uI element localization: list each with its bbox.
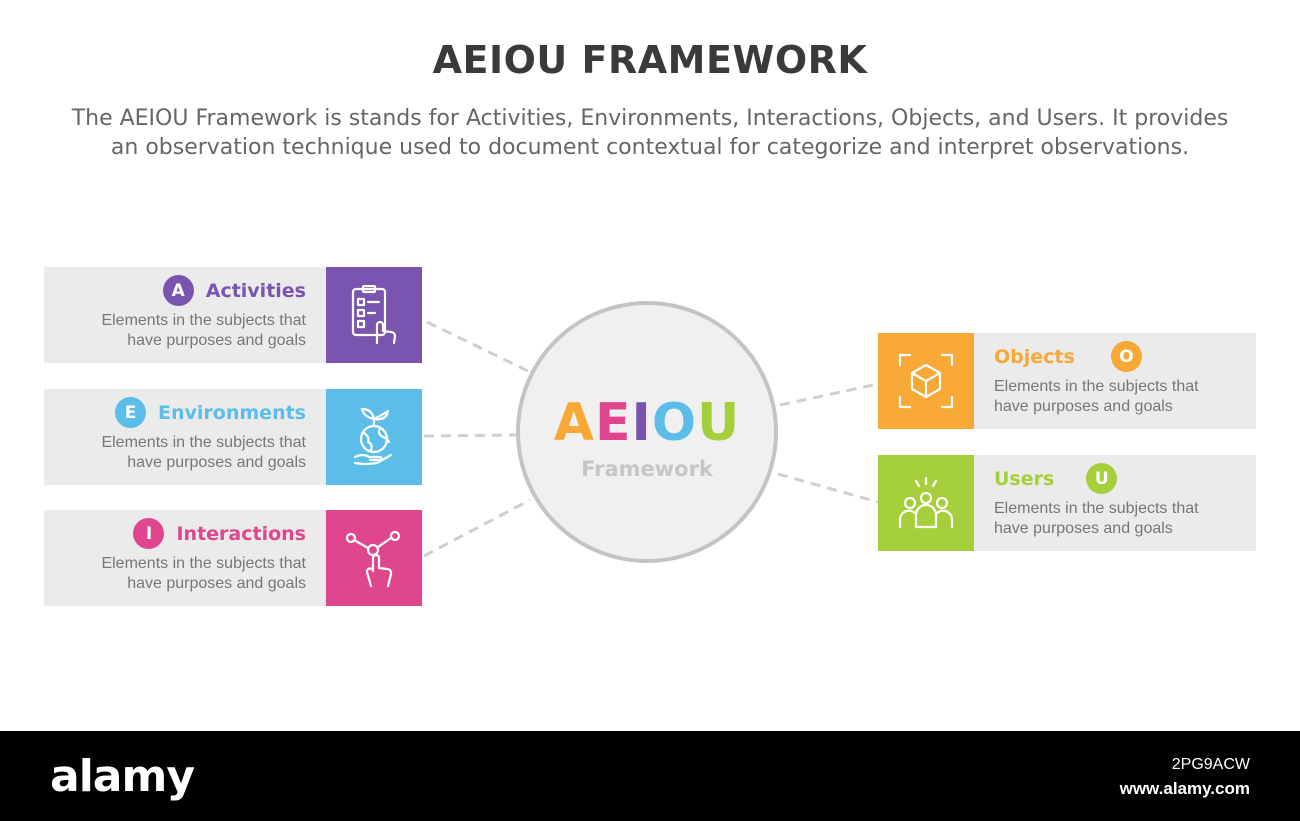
card-users-title: Users (994, 467, 1055, 490)
subtitle-line-1: The AEIOU Framework is stands for Activi… (71, 106, 1229, 131)
card-users-description: Elements in the subjects that have purpo… (994, 499, 1199, 539)
page-title: AEIOU FRAMEWORK (432, 38, 868, 82)
footer-meta: 2PG9ACW www.alamy.com (1120, 753, 1250, 801)
checklist-touch-icon (351, 285, 397, 345)
footer-url: www.alamy.com (1119, 779, 1250, 798)
card-interactions-title: Interactions (176, 522, 306, 545)
card-interactions-header: I Interactions (133, 518, 306, 549)
center-letter-i: I (631, 393, 652, 453)
card-objects: Objects O Elements in the subjects that … (878, 333, 1256, 429)
badge-e: E (115, 397, 147, 428)
center-subtitle: Framework (581, 457, 713, 481)
connector-objects (779, 382, 879, 407)
cube-scan-icon (898, 353, 954, 409)
badge-o: O (1110, 341, 1142, 372)
watermark-footer: alamy 2PG9ACW www.alamy.com (0, 731, 1300, 821)
card-interactions-iconbox (326, 510, 422, 606)
card-activities-header: A Activities (162, 275, 306, 306)
card-objects-description: Elements in the subjects that have purpo… (994, 377, 1199, 417)
card-activities: A Activities Elements in the subjects th… (44, 267, 422, 363)
badge-a: A (162, 275, 194, 306)
desc-line-2: have purposes and goals (127, 332, 306, 349)
desc-line-1: Elements in the subjects that (101, 434, 306, 451)
desc-line-2: have purposes and goals (127, 575, 306, 592)
desc-line-2: have purposes and goals (994, 398, 1173, 415)
card-users-header: Users U (994, 463, 1118, 494)
card-activities-description: Elements in the subjects that have purpo… (101, 311, 306, 351)
card-users-iconbox (878, 455, 974, 551)
page-subtitle: The AEIOU Framework is stands for Activi… (40, 104, 1260, 162)
alamy-logo: alamy (50, 751, 195, 802)
desc-line-1: Elements in the subjects that (994, 500, 1199, 517)
badge-u: U (1086, 463, 1118, 494)
center-letter-e: E (594, 393, 632, 453)
center-acronym: AEIOU (516, 393, 778, 453)
connector-activities (426, 320, 529, 373)
connector-interactions (423, 498, 531, 558)
card-activities-iconbox (326, 267, 422, 363)
card-interactions: I Interactions Elements in the subjects … (44, 510, 422, 606)
desc-line-1: Elements in the subjects that (994, 378, 1199, 395)
card-objects-iconbox (878, 333, 974, 429)
center-letter-u: U (697, 393, 741, 453)
image-id: 2PG9ACW (1171, 756, 1250, 773)
network-touch-icon (345, 530, 401, 588)
connector-users (777, 472, 879, 504)
desc-line-2: have purposes and goals (994, 520, 1173, 537)
card-environments-iconbox (326, 389, 422, 485)
desc-line-1: Elements in the subjects that (101, 555, 306, 572)
badge-i: I (133, 518, 165, 549)
card-activities-title: Activities (205, 279, 306, 302)
card-interactions-description: Elements in the subjects that have purpo… (101, 554, 306, 594)
connector-environments (423, 433, 517, 438)
card-users: Users U Elements in the subjects that ha… (878, 455, 1256, 551)
globe-plant-hand-icon (353, 407, 393, 466)
card-environments-title: Environments (158, 401, 306, 424)
card-objects-header: Objects O (994, 341, 1142, 372)
user-group-icon (898, 477, 954, 529)
card-environments: E Environments Elements in the subjects … (44, 389, 422, 485)
desc-line-2: have purposes and goals (127, 454, 306, 471)
card-environments-description: Elements in the subjects that have purpo… (101, 433, 306, 473)
card-environments-header: E Environments (115, 397, 306, 428)
subtitle-line-2: an observation technique used to documen… (110, 135, 1190, 160)
center-letter-a: A (553, 393, 595, 453)
center-letter-o: O (651, 393, 698, 453)
card-objects-title: Objects (994, 345, 1075, 368)
desc-line-1: Elements in the subjects that (101, 312, 306, 329)
center-circle (516, 301, 778, 563)
